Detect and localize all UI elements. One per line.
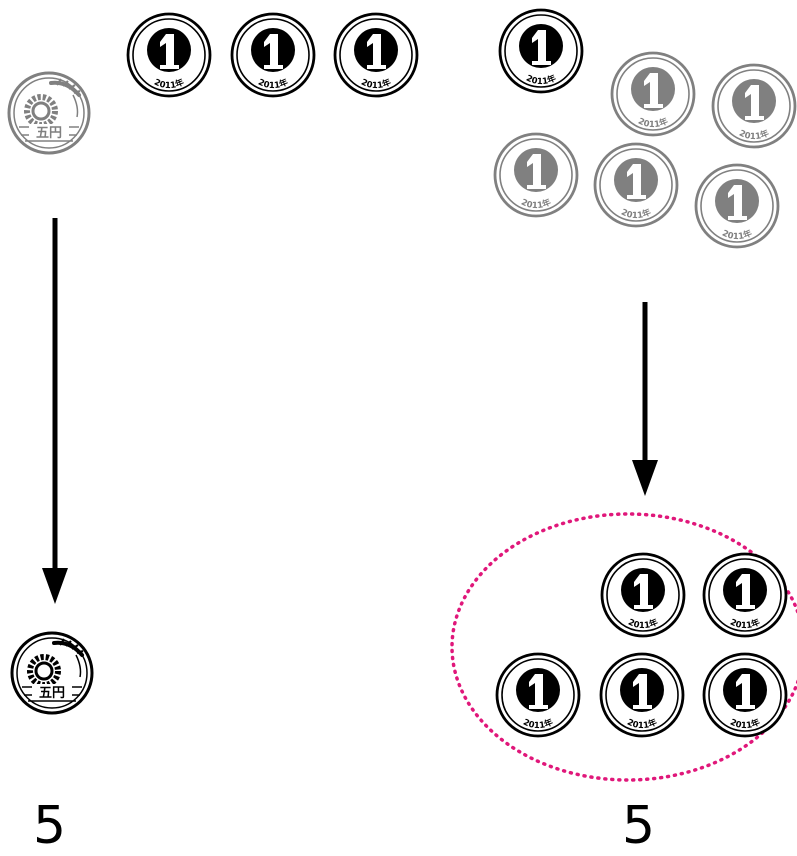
grouped-coins: [495, 552, 788, 738]
five-yen-coin-icon: [12, 633, 92, 713]
down-arrow-icon: [42, 218, 68, 604]
one-yen-coin-icon: [498, 8, 584, 94]
one-yen-coin-icon: [711, 63, 797, 149]
top-coin-row: [126, 12, 419, 98]
one-yen-coin-icon: [495, 652, 581, 738]
down-arrow-icon: [632, 302, 658, 496]
right-coin-cluster: [493, 8, 797, 249]
one-yen-coin-icon: [126, 12, 212, 98]
one-yen-coin-icon: [493, 132, 579, 218]
one-yen-coin-icon: [599, 652, 685, 738]
left-count-label: 5: [33, 796, 67, 856]
one-yen-coin-icon: [600, 552, 686, 638]
one-yen-coin-icon: [702, 552, 788, 638]
one-yen-coin-icon: [694, 163, 780, 249]
one-yen-coin-icon: [333, 12, 419, 98]
five-yen-coin-icon: [9, 73, 89, 153]
one-yen-coin-icon: [230, 12, 316, 98]
right-count-label: 5: [622, 796, 656, 856]
one-yen-coin-icon: [610, 51, 696, 137]
one-yen-coin-icon: [593, 142, 679, 228]
one-yen-coin-icon: [702, 652, 788, 738]
group-outline: [450, 512, 797, 782]
